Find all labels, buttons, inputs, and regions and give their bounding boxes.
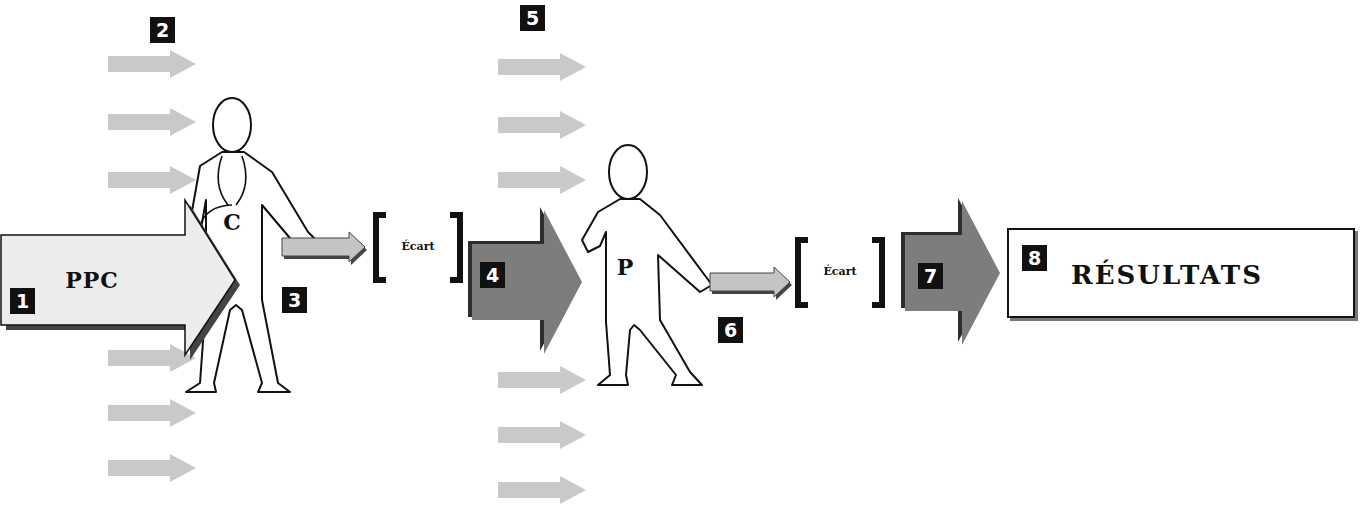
node-text: PPC — [65, 268, 119, 292]
arrow-body — [1, 200, 235, 355]
influence-arrow — [108, 166, 196, 194]
text-box: C — [212, 207, 252, 237]
influence-arrow — [108, 50, 196, 78]
text-box: PPC — [42, 260, 142, 300]
figure-head — [213, 98, 251, 152]
bracket — [798, 240, 808, 305]
arrow-body — [472, 210, 582, 354]
influence-arrow — [498, 421, 586, 449]
callout-number: 2 — [150, 17, 175, 43]
callout-number: 6 — [718, 317, 743, 343]
patient-figure — [582, 145, 712, 385]
influence-arrow — [498, 366, 586, 394]
flow-arrow — [901, 198, 1000, 345]
callout-number: 5 — [520, 5, 545, 31]
bracket — [872, 240, 882, 305]
text-box: RÉSULTATS — [1051, 230, 1283, 320]
arrow-body — [282, 232, 365, 262]
influence-arrow — [498, 476, 586, 504]
node-text: P — [617, 255, 634, 279]
text-box: Écart — [373, 215, 463, 280]
output-arrow — [282, 232, 367, 265]
influence-arrow — [498, 166, 586, 194]
arrow-body — [710, 267, 790, 297]
figure-head — [609, 145, 647, 199]
clinician-actor: C — [170, 95, 280, 399]
node-text: Écart — [823, 266, 856, 278]
influence-arrow — [108, 399, 196, 427]
callout-number: 1 — [10, 288, 35, 314]
flow-arrow — [468, 207, 582, 354]
influence-arrow — [108, 454, 196, 482]
gap-bracket: Écart — [373, 215, 463, 280]
text-box: P — [605, 252, 645, 282]
node-text: C — [223, 210, 241, 234]
input-arrow: PPC — [0, 200, 235, 355]
patient-actor: P — [585, 158, 715, 406]
callout-number: 4 — [480, 262, 505, 288]
output-arrow — [710, 267, 792, 300]
influence-arrow — [108, 108, 196, 136]
gap-brackets — [376, 215, 882, 305]
callout-number: 3 — [282, 287, 307, 313]
bracket — [376, 215, 386, 280]
influence-arrow — [498, 111, 586, 139]
node-text: Écart — [401, 241, 434, 253]
gap-bracket: Écart — [795, 240, 885, 305]
influence-arrow — [498, 53, 586, 81]
node-text: RÉSULTATS — [1071, 261, 1263, 290]
callout-number: 8 — [1022, 245, 1047, 271]
callout-number: 7 — [918, 263, 943, 289]
arrow-body — [905, 201, 1000, 345]
bracket — [450, 215, 460, 280]
figure-body — [582, 199, 712, 385]
influence-arrow — [108, 344, 196, 372]
result-box: RÉSULTATS — [1007, 228, 1355, 318]
text-box: Écart — [795, 240, 885, 305]
